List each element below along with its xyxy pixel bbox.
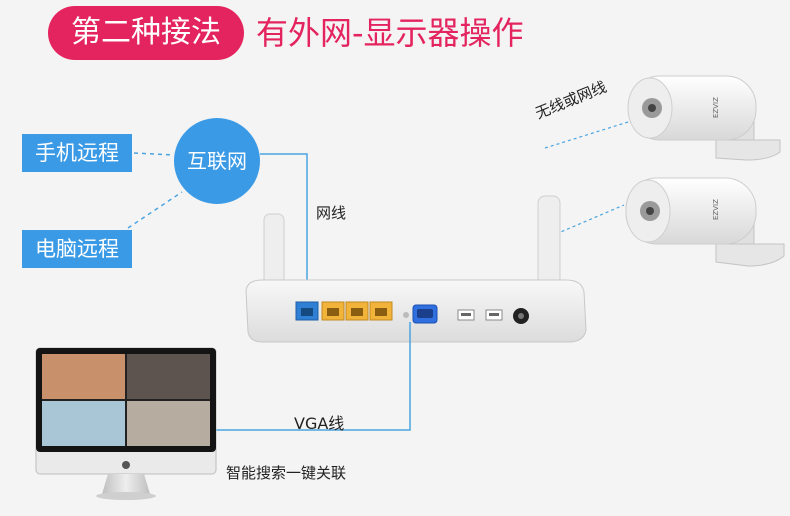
vga-cable-label: VGA线 [294,414,345,433]
camera-top: EZVIZ [627,75,781,161]
lan-ports [321,301,393,321]
network-cable [260,153,308,310]
camera-bottom: EZVIZ [625,177,785,267]
phone-internet-link [133,152,175,156]
internet-node: 互联网 [174,118,260,204]
title-badge: 第二种接法 [48,6,244,60]
page-title: 有外网-显示器操作 [256,14,524,52]
apple-logo-icon [122,461,130,469]
pc-remote-box: 电脑远程 [22,230,132,268]
usb-ports [457,309,503,321]
camera-bottom-brand: EZVIZ [712,199,720,220]
camera-top-link [544,121,629,149]
pc-internet-link [127,191,183,229]
smart-search-label: 智能搜索一键关联 [226,464,347,482]
phone-remote-box: 手机远程 [22,134,132,172]
monitor [35,347,217,500]
network-cable-label: 网线 [316,204,347,222]
router [245,279,587,343]
camera-bottom-link [555,204,625,235]
camera-top-brand: EZVIZ [712,97,720,118]
vga-cable [216,322,411,431]
